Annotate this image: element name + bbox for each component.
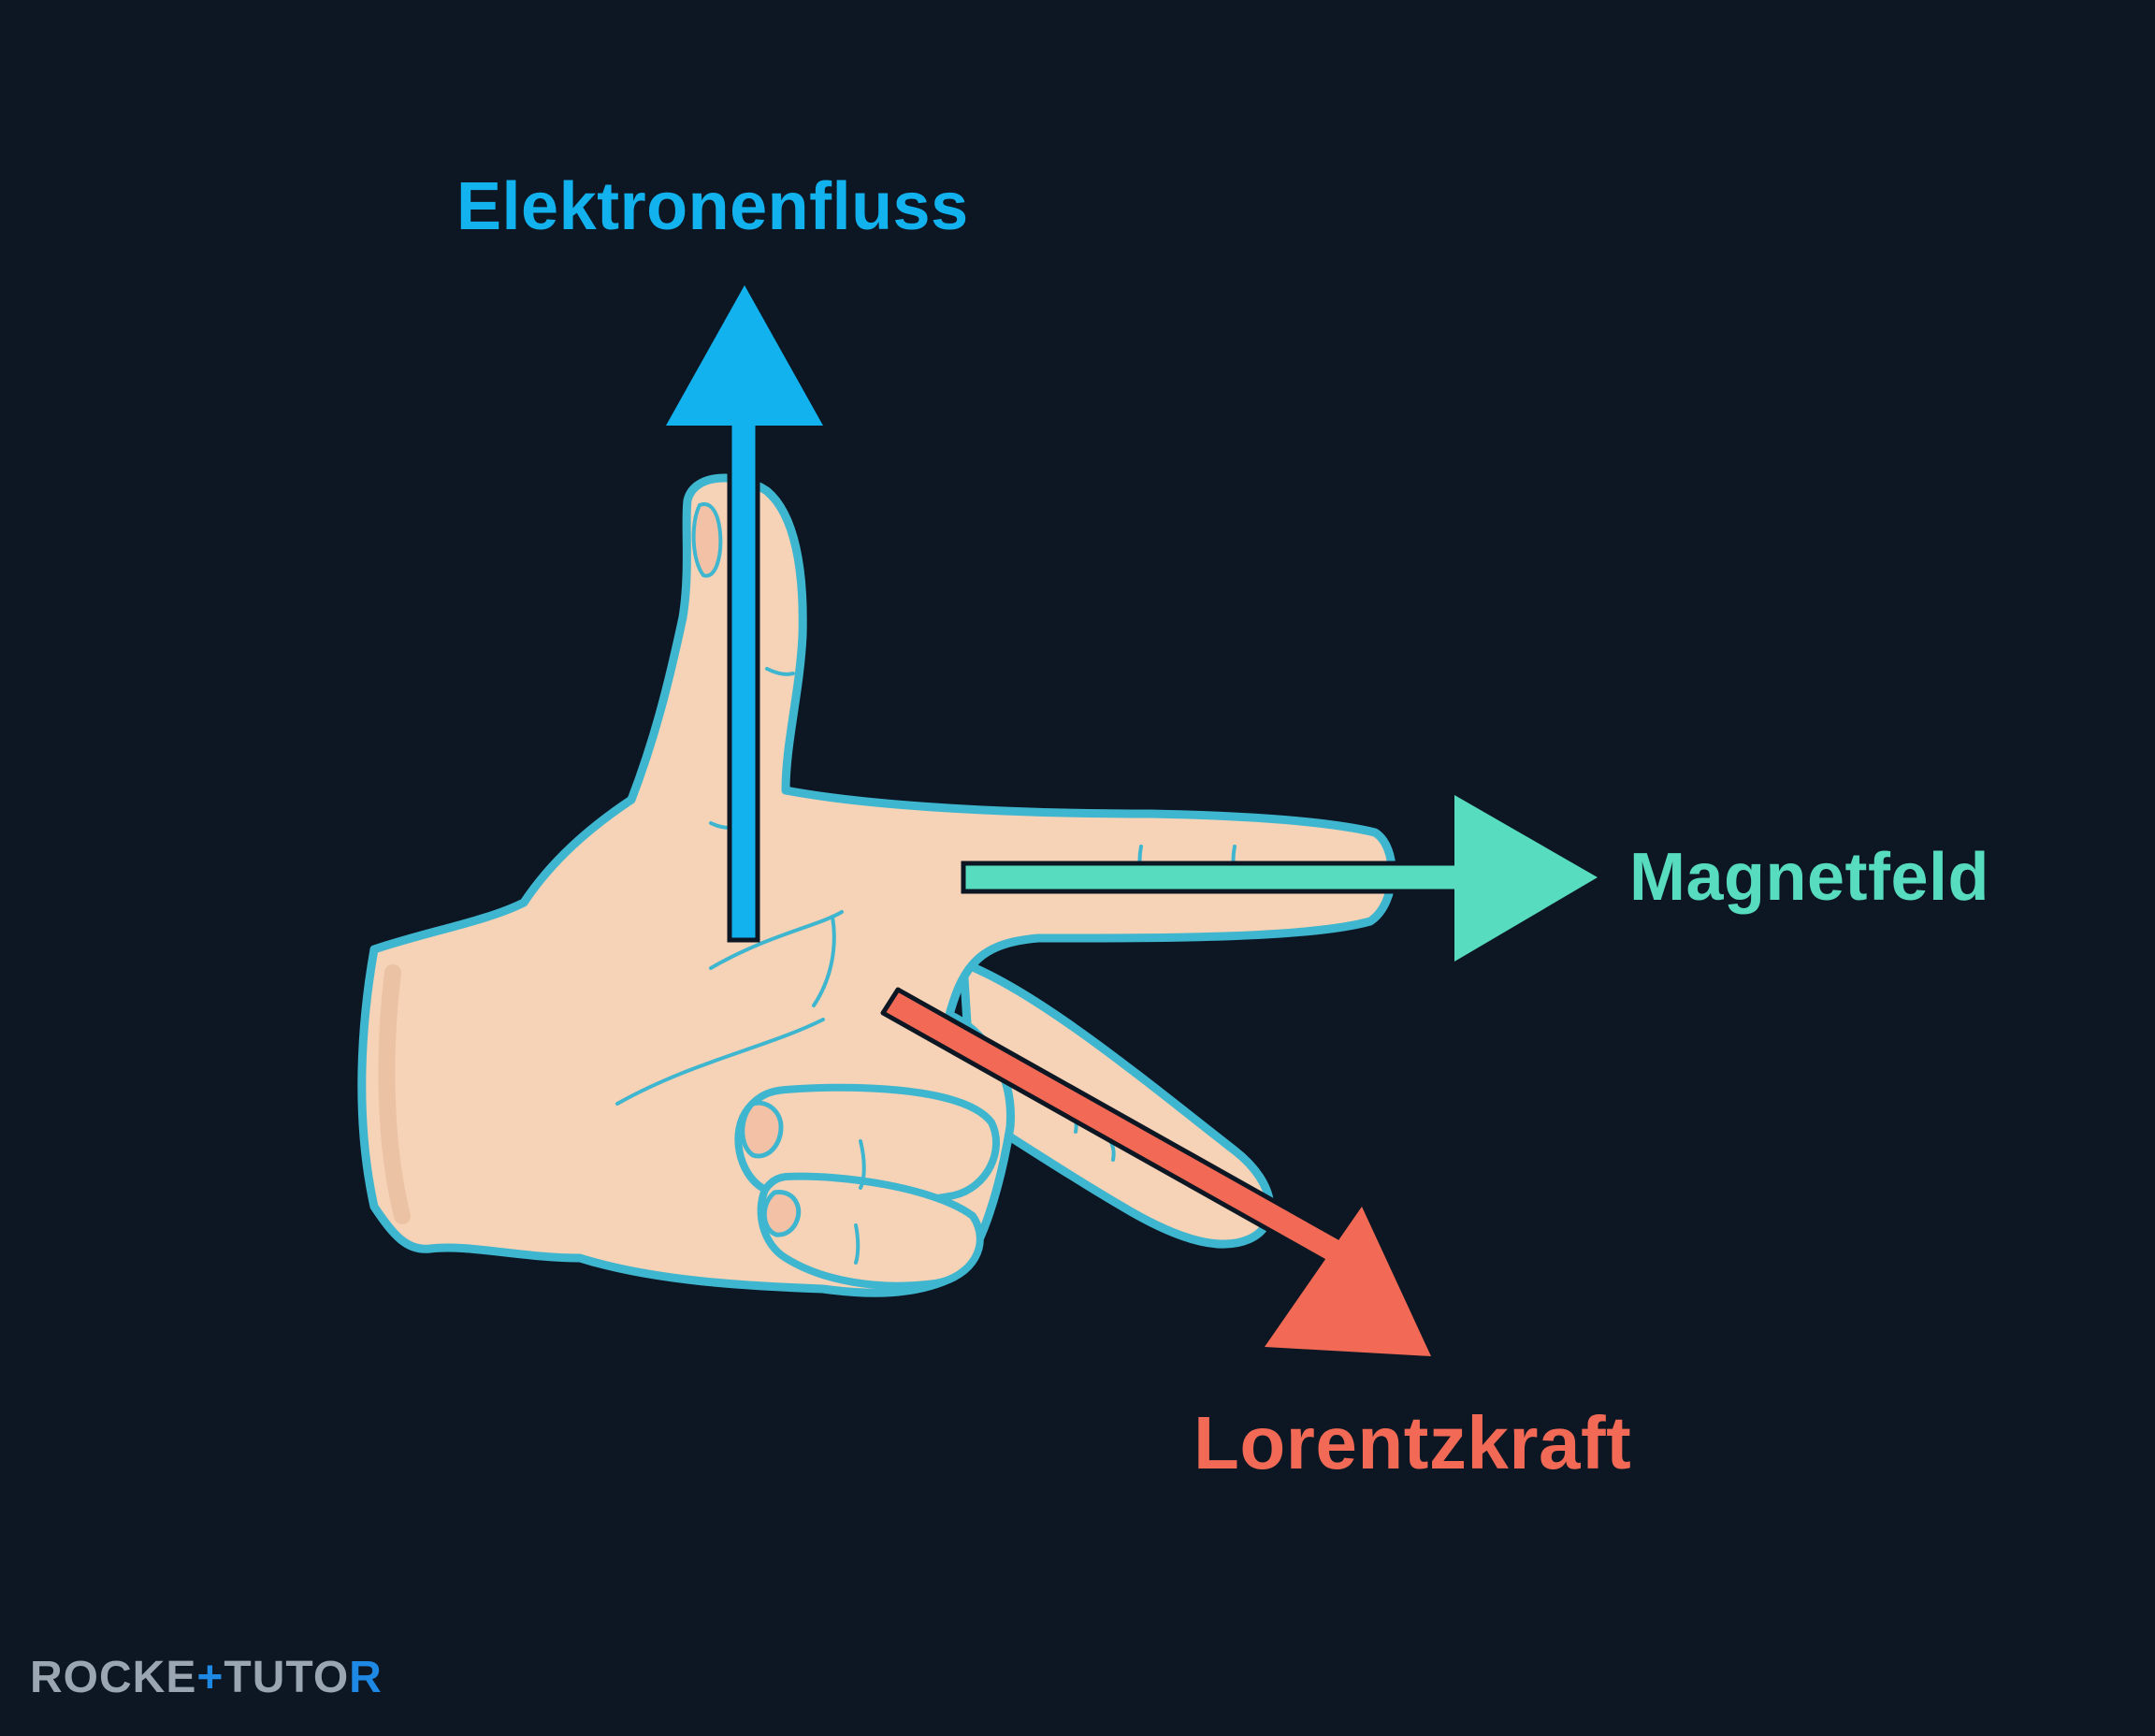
- logo-text-part3: R: [349, 1653, 383, 1702]
- arrow-down-right-icon: [880, 987, 1431, 1356]
- magnetic-field-arrow-shaft: [961, 861, 1499, 894]
- folded-finger-nail-lower: [761, 1190, 802, 1237]
- logo-text-part1: ROCKE: [30, 1653, 197, 1702]
- thumb-nail: [691, 501, 723, 578]
- electron-flow-arrow-shaft: [727, 399, 760, 943]
- arrow-up-icon: [666, 285, 823, 943]
- logo-text-part2: TUTO: [224, 1653, 350, 1702]
- lorentz-force-arrow-head: [1265, 1207, 1431, 1356]
- logo-plus-icon: +: [196, 1653, 224, 1702]
- electron-flow-label: Elektronenfluss: [456, 169, 969, 244]
- magnetic-field-arrow-head: [1454, 795, 1598, 962]
- arrow-right-icon: [961, 795, 1598, 962]
- lorentz-force-label: Lorentzkraft: [1193, 1401, 1631, 1484]
- folded-finger-lower: [757, 1172, 984, 1290]
- rockettutor-logo: ROCKE+TUTOR: [30, 1656, 383, 1700]
- magnetic-field-label: Magnetfeld: [1629, 840, 1989, 915]
- electron-flow-arrow-head: [666, 285, 823, 426]
- folded-finger-nail-upper: [740, 1100, 784, 1159]
- wrist-shade: [378, 964, 411, 1224]
